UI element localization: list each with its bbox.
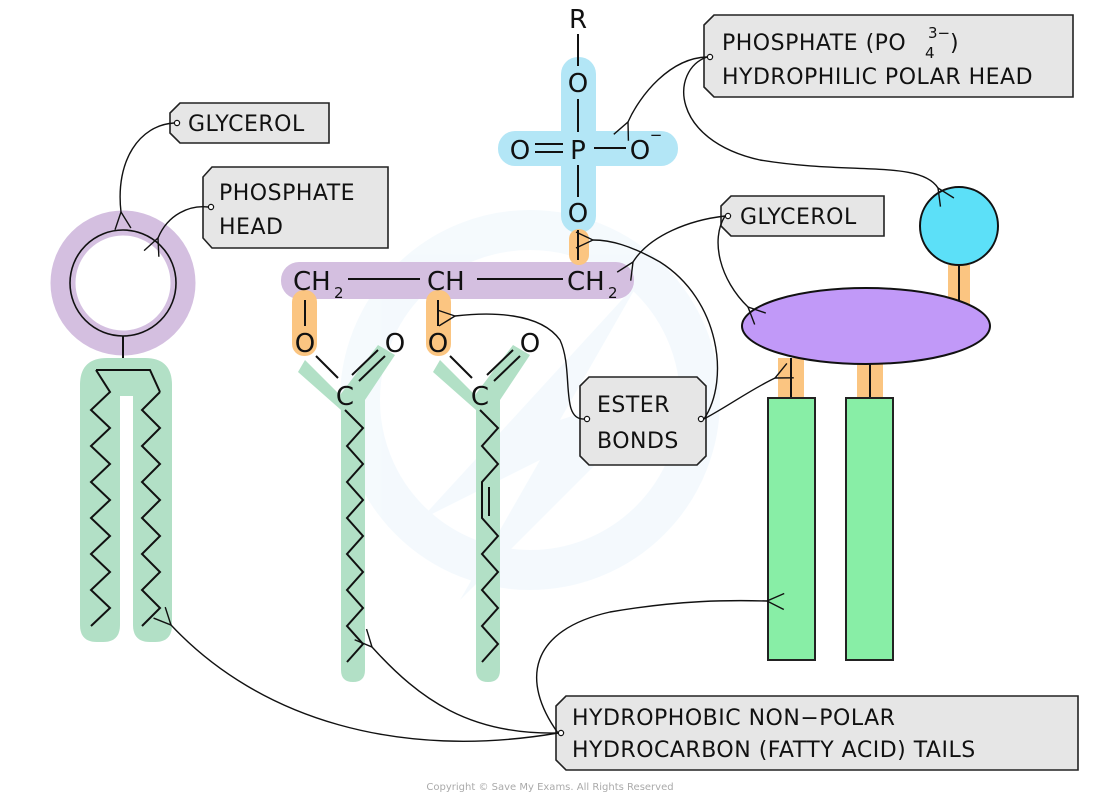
ester-oxygen-middle: O <box>428 329 448 359</box>
phosphorus-label: P <box>570 136 586 166</box>
carbonyl-oxygen-left: O <box>385 329 405 359</box>
r-group-label: R <box>569 5 587 35</box>
model-phosphate-head <box>919 186 999 266</box>
left-tails-background <box>80 358 172 642</box>
carbonyl-carbon-middle: C <box>471 382 489 412</box>
phosphate-ring-outline <box>69 229 177 337</box>
oxygen-negative: O <box>630 136 650 166</box>
left-tail-zigzag-2 <box>140 391 162 627</box>
label-glycerol-right: GLYCEROL <box>720 195 885 237</box>
ch2-left: CH <box>293 267 331 297</box>
arrow-tails-middle <box>372 647 559 734</box>
phospholipid-model <box>741 186 999 661</box>
ch2-left-subscript: 2 <box>334 284 344 302</box>
phosphate-polar-text-1: PHOSPHATE (PO <box>722 31 906 56</box>
arrow-tails-model <box>536 601 767 734</box>
oxygen-bottom: O <box>568 199 588 229</box>
left-tail-zigzag-1 <box>89 369 112 627</box>
ch2-right: CH <box>567 267 605 297</box>
negative-charge: − <box>650 126 663 144</box>
arrow-ester-top <box>593 240 719 420</box>
arrow-glycerol-left <box>120 122 175 212</box>
ch2-right-subscript: 2 <box>608 284 618 302</box>
copyright-notice: Copyright © Save My Exams. All Rights Re… <box>426 782 673 793</box>
arrow-glycerol-structure <box>633 215 726 262</box>
carbonyl-oxygen-middle: O <box>520 329 540 359</box>
chemical-structure: R O P O O − O CH 2 CH CH 2 O C O O C <box>281 5 678 682</box>
model-tail-2 <box>845 397 894 661</box>
arrow-tails-left <box>171 625 559 742</box>
glycerol-left-text: GLYCEROL <box>188 112 305 137</box>
tails-text-2: HYDROCARBON (FATTY ACID) TAILS <box>572 738 976 763</box>
phosphate-subscript: 4 <box>925 44 935 62</box>
fatty-acid-chain-unsaturated <box>479 409 500 663</box>
ester-text-1: ESTER <box>597 393 670 418</box>
arrow-phosphate-head <box>158 206 209 238</box>
oxygen-top: O <box>568 69 588 99</box>
arrow-phosphate-polar <box>628 56 708 122</box>
phosphate-charge-superscript: 3− <box>928 24 950 42</box>
label-glycerol-left: GLYCEROL <box>169 102 330 144</box>
ester-text-2: BONDS <box>597 429 679 454</box>
arrow-ester-model <box>703 378 775 420</box>
label-ester-bonds: ESTER BONDS <box>579 376 707 466</box>
fatty-acid-chain-saturated <box>344 409 365 663</box>
tail-highlight-left <box>298 345 395 682</box>
carbonyl-carbon-left: C <box>336 382 354 412</box>
arrow-ester-middle <box>455 314 585 420</box>
ch-middle: CH <box>427 267 465 297</box>
glycerol-right-text: GLYCEROL <box>740 205 857 230</box>
phosphate-head-text-2: HEAD <box>219 215 283 240</box>
annotation-arrows <box>120 56 938 742</box>
phosphate-head-text-1: PHOSPHATE <box>219 181 355 206</box>
phosphate-close-paren: ) <box>950 31 959 56</box>
svg-text:PHOSPHATE (PO: PHOSPHATE (PO <box>722 31 906 56</box>
arrow-phosphate-model <box>683 56 938 188</box>
model-tail-1 <box>767 397 816 661</box>
arrow-glycerol-model <box>717 215 748 307</box>
ester-oxygen-left: O <box>295 329 315 359</box>
phosphate-highlight-horizontal <box>498 131 678 166</box>
label-hydrophobic-tails: HYDROPHOBIC NON−POLAR HYDROCARBON (FATTY… <box>555 695 1079 771</box>
model-glycerol <box>741 287 991 365</box>
oxygen-double-bond: O <box>510 136 530 166</box>
glycerol-ring <box>50 210 196 356</box>
label-phosphate-polar-head: PHOSPHATE (PO 3− 4 ) HYDROPHILIC POLAR H… <box>703 14 1074 98</box>
glycerol-highlight <box>281 262 634 299</box>
phosphate-polar-text-2: HYDROPHILIC POLAR HEAD <box>722 65 1033 90</box>
label-phosphate-head: PHOSPHATE HEAD <box>202 166 389 249</box>
left-phospholipid <box>50 210 196 642</box>
tails-text-1: HYDROPHOBIC NON−POLAR <box>572 706 895 731</box>
